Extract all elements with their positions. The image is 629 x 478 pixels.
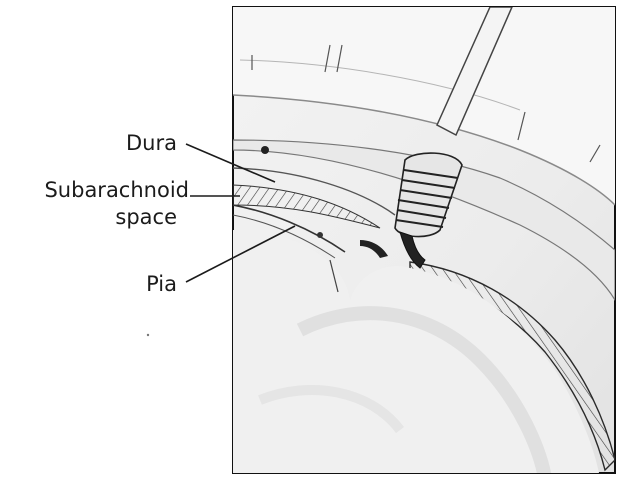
pia-label: Pia	[146, 272, 177, 296]
subarachnoid-label-line1: Subarachnoid	[44, 178, 189, 202]
subarachnoid-label-line2: space	[115, 205, 177, 229]
dura-label: Dura	[126, 131, 177, 155]
